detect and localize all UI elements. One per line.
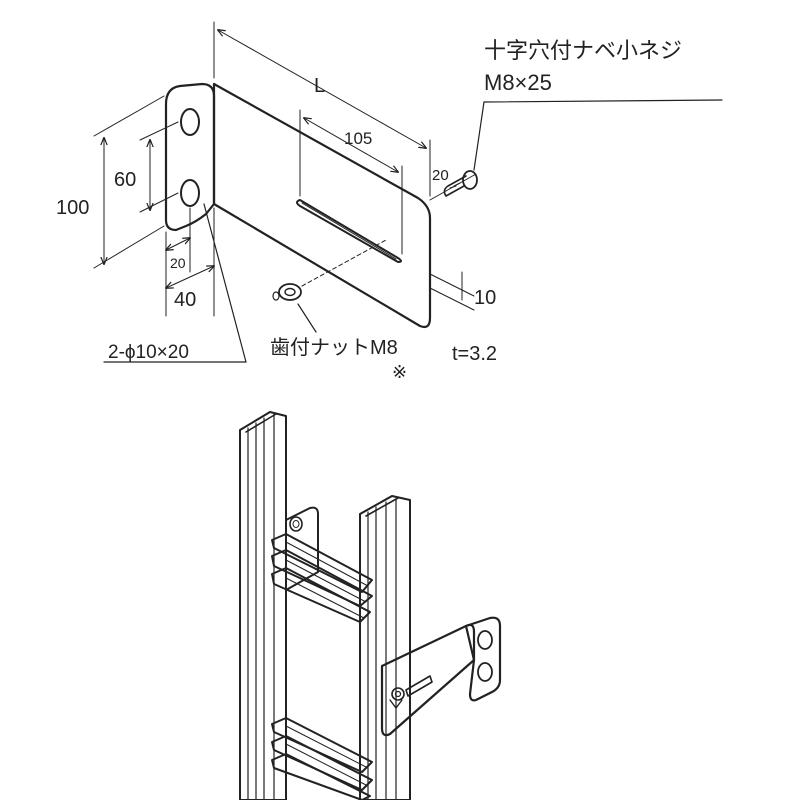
nut-label: 歯付ナットM8 xyxy=(270,336,398,359)
screw-length-label: 20 xyxy=(432,167,449,184)
screw-name-label: 十字穴付ナベ小ネジ xyxy=(484,38,682,63)
ladder-right-rail xyxy=(359,495,411,800)
bracket-drawing: L 105 100 60 20 40 2-ϕ10×20 xyxy=(56,21,723,382)
dim-40-label: 40 xyxy=(174,289,196,311)
holes-leader xyxy=(203,203,247,363)
dim-20-label: 20 xyxy=(170,255,186,271)
flange-hole-bottom xyxy=(180,179,200,207)
ladder-rung-upper xyxy=(271,533,373,623)
nut-axis xyxy=(301,239,387,287)
bracket-arm xyxy=(212,82,432,329)
bracket-slot xyxy=(296,199,402,263)
thickness-label: t=3.2 xyxy=(452,343,497,365)
ladder-rung-lower xyxy=(271,717,373,800)
bracket-flange xyxy=(164,82,216,232)
screw-axis xyxy=(429,173,477,201)
ladder-left-rail xyxy=(239,411,287,800)
dim-40-line xyxy=(166,266,214,288)
nut-icon xyxy=(272,283,302,301)
dim-20-line xyxy=(166,238,190,250)
screw-icon xyxy=(443,170,478,197)
dim-105-label: 105 xyxy=(344,129,372,148)
dim-100-label: 100 xyxy=(56,197,89,219)
dim-105-line xyxy=(304,118,398,172)
screw-leader xyxy=(473,101,485,171)
ladder-wall-bracket xyxy=(380,616,502,737)
screw-size-label: M8×25 xyxy=(484,70,552,95)
dim-10-label: 10 xyxy=(474,287,496,309)
note-mark: ※ xyxy=(392,362,407,382)
dim-60-label: 60 xyxy=(114,169,136,191)
ladder-illustration xyxy=(239,411,502,800)
holes-label: 2-ϕ10×20 xyxy=(108,342,189,363)
dim-l-label: L xyxy=(314,75,325,97)
flange-hole-top xyxy=(180,108,200,136)
nut-leader xyxy=(297,303,317,333)
ladder-upper-bracket xyxy=(285,506,319,591)
